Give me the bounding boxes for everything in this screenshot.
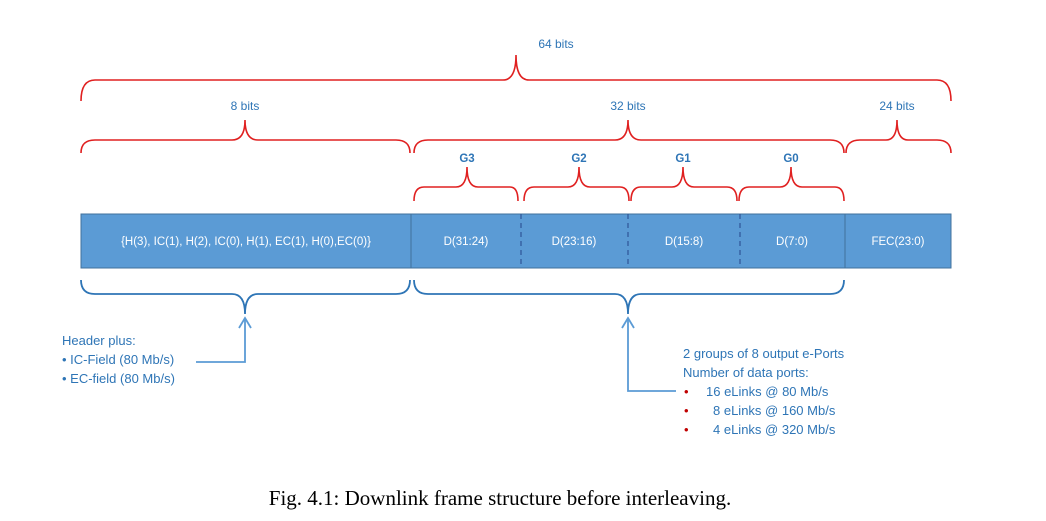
data-note-bullet-1: • [684, 384, 689, 399]
label-group-g1: G1 [675, 153, 691, 165]
data-note-bullet-2: • [684, 403, 689, 418]
frame-cell-header [80, 213, 412, 269]
data-note-item-16: 16 eLinks @ 80 Mb/s [706, 384, 829, 399]
brace-8-bits [80, 119, 411, 154]
label-64-bits: 64 bits [538, 37, 573, 51]
brace-group-g3 [413, 166, 519, 202]
data-note-line2: Number of data ports: [683, 365, 809, 380]
cell-text-d23-16: D(23:16) [552, 236, 597, 248]
brace-24-bits [845, 119, 952, 154]
label-24-bits: 24 bits [879, 99, 914, 113]
arrow-header-note [196, 316, 252, 363]
brace-bottom-data [413, 279, 845, 315]
data-note-line1: 2 groups of 8 output e-Ports [683, 346, 845, 361]
brace-group-g2 [523, 166, 630, 202]
brace-group-g1 [630, 166, 738, 202]
label-8-bits: 8 bits [231, 99, 260, 113]
brace-group-g0 [738, 166, 845, 202]
frame-bar: {H(3), IC(1), H(2), IC(0), H(1), EC(1), … [80, 213, 952, 269]
label-group-g2: G2 [571, 153, 586, 165]
figure-caption: Fig. 4.1: Downlink frame structure befor… [269, 486, 731, 510]
brace-64-bits [80, 54, 952, 102]
label-group-g0: G0 [783, 153, 798, 165]
header-note-item-ec: • EC-field (80 Mb/s) [62, 371, 175, 386]
header-note-title: Header plus: [62, 333, 136, 348]
cell-text-d15-8: D(15:8) [665, 236, 704, 248]
cell-text-fec: FEC(23:0) [871, 236, 924, 248]
label-group-g3: G3 [459, 153, 474, 165]
data-note-bullet-3: • [684, 422, 689, 437]
data-note-item-4: 4 eLinks @ 320 Mb/s [713, 422, 836, 437]
brace-32-bits [413, 119, 845, 154]
header-note-item-ic: • IC-Field (80 Mb/s) [62, 352, 174, 367]
frame-cell-fec [844, 213, 952, 269]
label-32-bits: 32 bits [610, 99, 645, 113]
arrow-data-note [621, 316, 676, 392]
cell-text-d31-24: D(31:24) [444, 236, 489, 248]
cell-text-header: {H(3), IC(1), H(2), IC(0), H(1), EC(1), … [121, 236, 371, 248]
data-note-item-8: 8 eLinks @ 160 Mb/s [713, 403, 836, 418]
cell-text-d7-0: D(7:0) [776, 236, 808, 248]
brace-bottom-header [80, 279, 411, 315]
